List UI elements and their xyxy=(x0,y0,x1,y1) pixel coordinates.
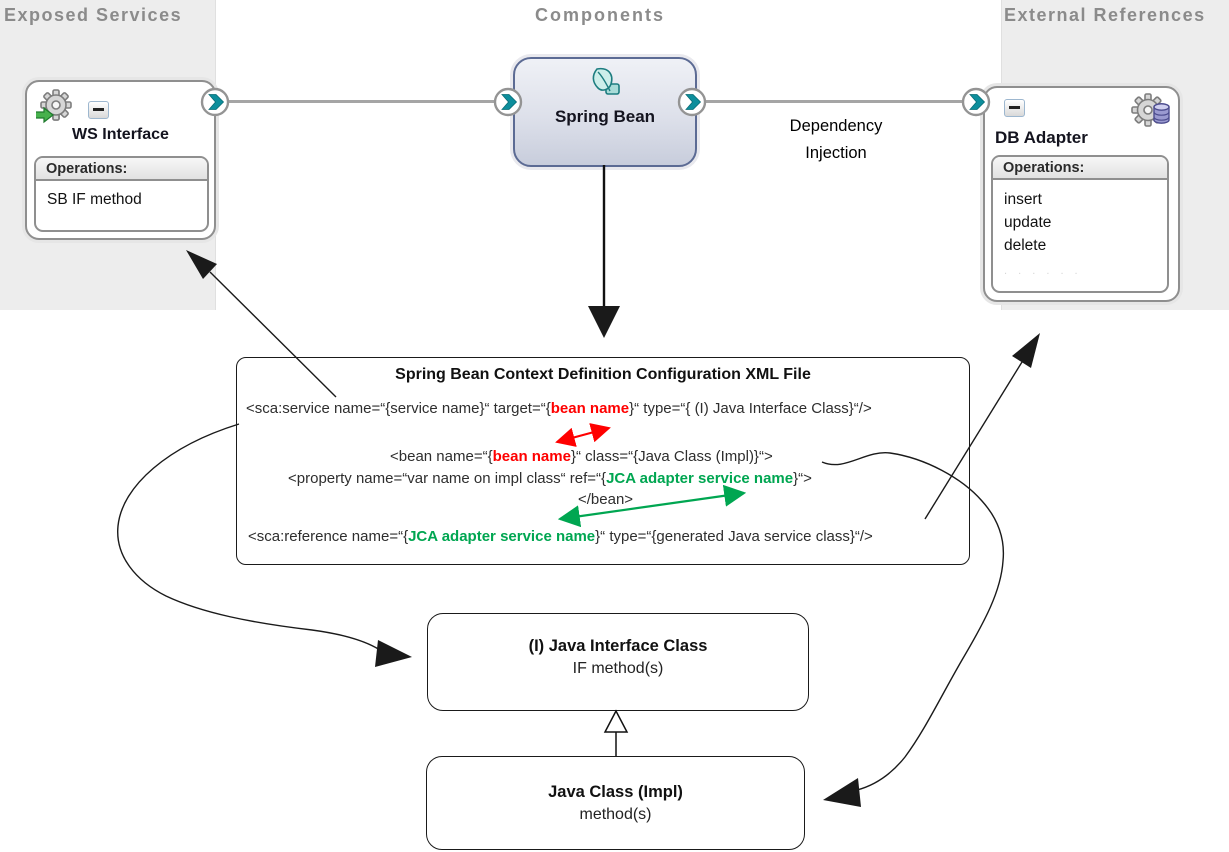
java-interface-class-title: (I) Java Interface Class xyxy=(528,637,708,655)
java-impl-class-box: Java Class (Impl) method(s) xyxy=(426,756,805,850)
chevron-port-icon[interactable] xyxy=(677,87,707,117)
spring-leaf-icon xyxy=(587,64,623,100)
spring-bean-box[interactable]: Spring Bean xyxy=(513,57,697,167)
inheritance-arrow xyxy=(603,709,629,756)
chevron-port-icon[interactable] xyxy=(200,87,230,117)
db-operation-item: update xyxy=(1004,214,1052,231)
xml-line-sca-reference: <sca:reference name=“{JCA adapter servic… xyxy=(248,528,873,545)
web-service-gear-icon xyxy=(34,88,74,126)
collapse-minus-icon[interactable] xyxy=(1004,99,1025,117)
xml-line-sca-service: <sca:service name=“{service name}“ targe… xyxy=(246,400,872,417)
collapse-minus-icon[interactable] xyxy=(88,101,109,119)
wire-ws-to-springbean xyxy=(215,100,508,103)
xml-line-property: <property name=“var name on impl class“ … xyxy=(288,470,812,487)
db-operation-item: insert xyxy=(1004,191,1042,208)
ws-interface-box[interactable]: WS Interface Operations: SB IF method xyxy=(25,80,216,240)
db-operation-item: delete xyxy=(1004,237,1047,254)
xml-box-title: Spring Bean Context Definition Configura… xyxy=(395,366,811,383)
java-interface-class-box: (I) Java Interface Class IF method(s) xyxy=(427,613,809,711)
db-operations-label: Operations: xyxy=(993,157,1167,180)
ws-operation-item: SB IF method xyxy=(47,191,142,208)
lane-header-external-references: External References xyxy=(1004,5,1206,25)
chevron-port-icon[interactable] xyxy=(961,87,991,117)
dependency-injection-line1: Dependency xyxy=(789,117,883,135)
xml-line-bean-close: </bean> xyxy=(578,491,634,508)
ws-operations-box: Operations: SB IF method xyxy=(34,156,209,232)
dependency-injection-line2: Injection xyxy=(805,144,867,162)
lane-header-exposed-services: Exposed Services xyxy=(4,5,183,25)
lane-header-components: Components xyxy=(535,5,665,25)
spring-bean-title: Spring Bean xyxy=(554,107,656,126)
wire-springbean-to-db xyxy=(692,100,976,103)
dependency-injection-label: Dependency Injection xyxy=(756,113,916,167)
db-operations-more-dots: . . . . . . xyxy=(1004,265,1082,277)
db-adapter-box[interactable]: DB Adapter Operations: insert update del… xyxy=(983,86,1180,302)
ws-operations-label: Operations: xyxy=(36,158,207,181)
db-operations-box: Operations: insert update delete . . . .… xyxy=(991,155,1169,293)
java-impl-class-title: Java Class (Impl) xyxy=(548,783,683,801)
java-impl-methods: method(s) xyxy=(579,806,652,823)
xml-line-bean: <bean name=“{bean name}“ class=“{Java Cl… xyxy=(390,448,773,465)
spring-to-xml-arrow xyxy=(588,165,620,338)
database-adapter-gear-icon xyxy=(1129,90,1171,132)
java-interface-methods: IF method(s) xyxy=(572,660,664,677)
db-adapter-title: DB Adapter xyxy=(995,128,1088,147)
ws-interface-title: WS Interface xyxy=(72,126,169,143)
chevron-port-icon[interactable] xyxy=(493,87,523,117)
